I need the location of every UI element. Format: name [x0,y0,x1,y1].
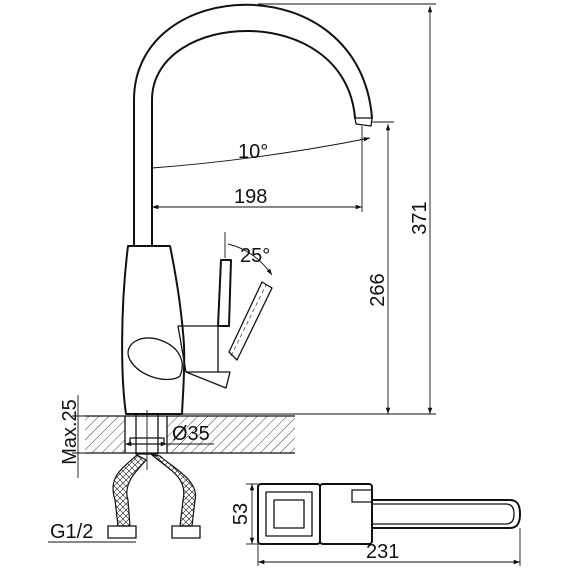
label-lever-height: 53 [230,503,252,525]
faucet-spout [133,3,373,247]
dim-angle-10: 10° [151,137,371,169]
braided-hoses [107,454,201,539]
faucet-body [121,245,231,415]
label-hole-diameter: Ø35 [172,423,210,445]
dim-spout-height: 266 [367,121,394,414]
label-lever-angle: 25° [240,245,270,267]
dim-total-height: 371 [258,3,436,414]
dim-connection: G1/2 [48,521,136,543]
label-spout-reach: 198 [234,186,267,208]
label-max-thickness: Max.25 [59,399,81,465]
mounting-shank [129,410,165,470]
dim-lever-length: 231 [257,528,521,566]
label-spout-angle: 10° [238,141,268,163]
dim-lever-angle: 25° [227,243,273,276]
dim-spout-reach: 198 [152,126,363,212]
label-lever-length: 231 [366,541,399,563]
lever-handle [217,232,273,361]
dim-max-thickness: Max.25 [59,395,90,478]
dim-hole-diameter: Ø35 [125,423,214,447]
label-connection: G1/2 [50,521,93,543]
dim-lever-height: 53 [230,483,258,545]
label-total-height: 371 [409,201,431,234]
countertop [85,415,295,454]
lever-top-view [257,483,521,545]
label-spout-height: 266 [367,273,389,306]
